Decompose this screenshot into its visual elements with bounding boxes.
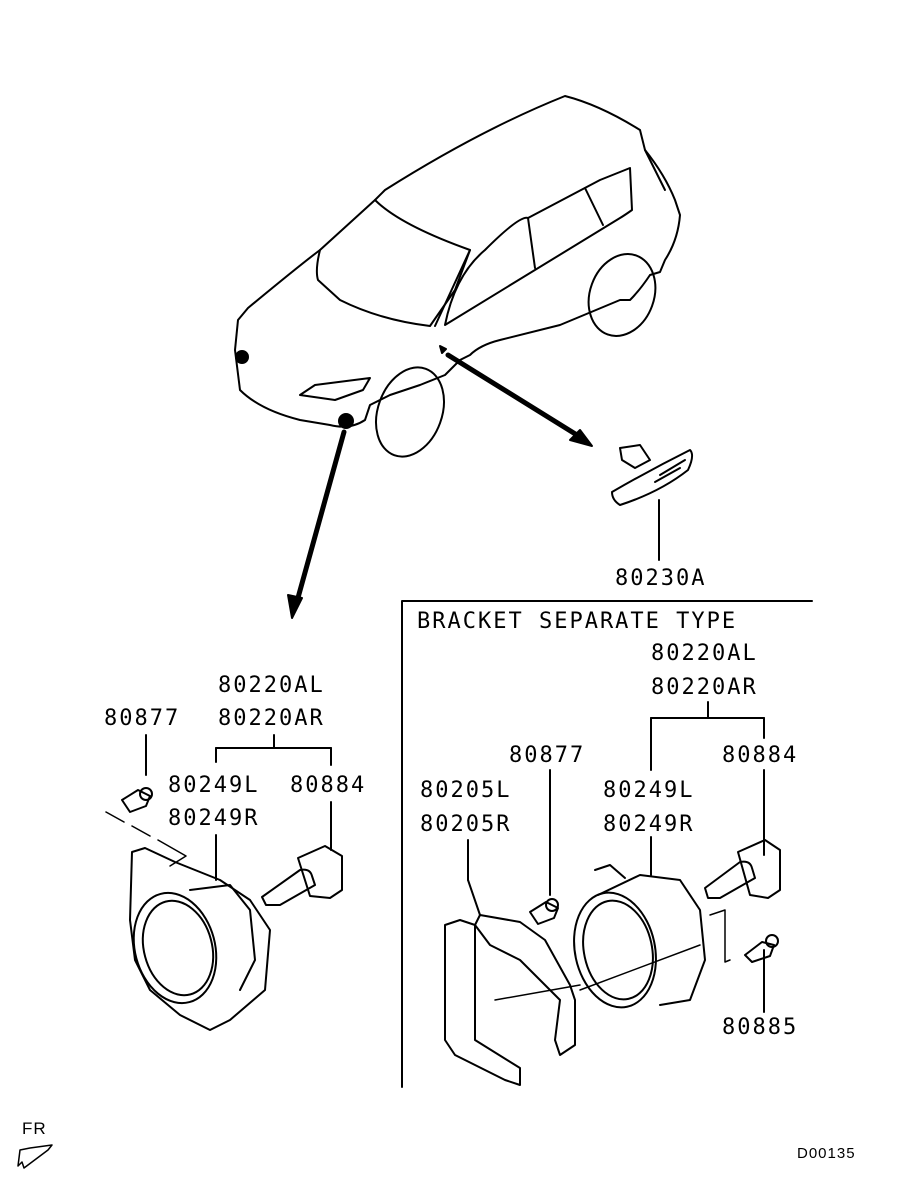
part-label-bst-bracket-left: 80205L	[420, 778, 512, 803]
part-label-bst-screw: 80877	[509, 743, 586, 768]
part-label-screw: 80877	[104, 706, 181, 731]
bracket-separate-frame	[401, 600, 813, 1088]
right-fog-lamp-drawing	[444, 701, 781, 1086]
part-label-side-lamp: 80230A	[615, 566, 707, 591]
part-label-bst-bracket-right: 80205R	[420, 812, 512, 837]
part-label-lamp-left: 80249L	[168, 773, 260, 798]
vehicle-outline	[234, 95, 681, 458]
part-label-bst-assembly-right: 80220AR	[651, 675, 758, 700]
section-title-bracket-separate-type: BRACKET SEPARATE TYPE	[417, 609, 738, 634]
part-label-bst-assembly-left: 80220AL	[651, 641, 758, 666]
part-label-lamp-right: 80249R	[168, 806, 260, 831]
part-label-assembly-right: 80220AR	[218, 706, 325, 731]
figure-code: D00135	[797, 1145, 856, 1162]
callout-arrows	[287, 352, 593, 619]
part-label-bst-lamp-left: 80249L	[603, 778, 695, 803]
left-fog-lamp-drawing	[105, 734, 343, 1031]
direction-label: FR	[22, 1119, 47, 1138]
front-direction-arrow-icon	[17, 1144, 53, 1169]
side-lamp-drawing	[611, 444, 694, 561]
part-label-assembly-left: 80220AL	[218, 673, 325, 698]
part-label-bst-bulb: 80884	[722, 743, 799, 768]
part-label-bst-bolt: 80885	[722, 1015, 799, 1040]
part-label-bst-lamp-right: 80249R	[603, 812, 695, 837]
part-label-bulb: 80884	[290, 773, 367, 798]
